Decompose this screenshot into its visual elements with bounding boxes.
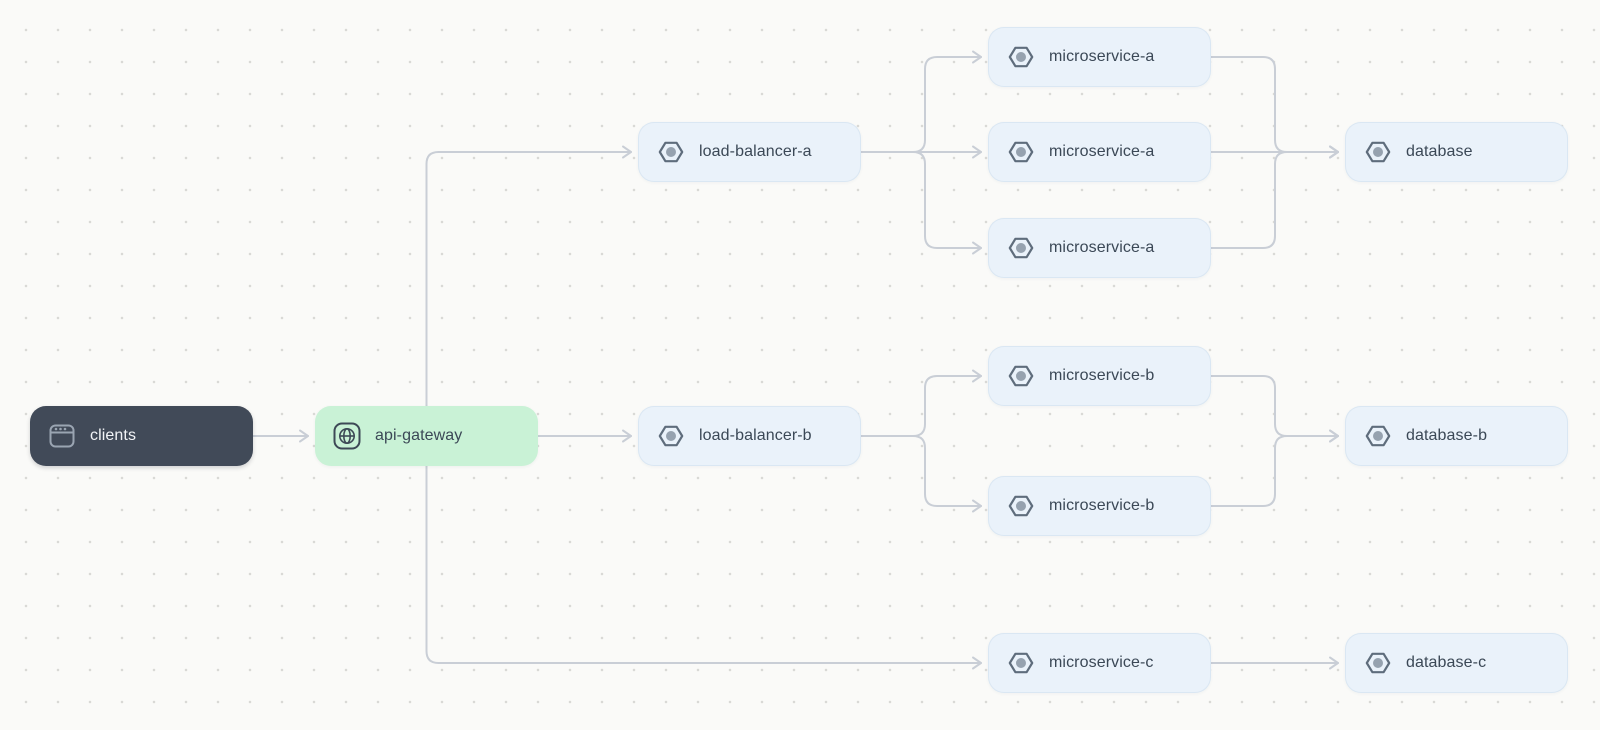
edge-microservice-a-1-to-database: [1210, 56, 1339, 159]
hexagon-node-icon: [1006, 648, 1036, 678]
node-label: microservice-a: [1049, 143, 1155, 160]
node-microservice-a-2[interactable]: microservice-a: [988, 122, 1211, 182]
node-label: api-gateway: [375, 427, 463, 444]
edge-api-gateway-to-microservice-c: [425, 465, 982, 670]
edge-api-gateway-to-load-balancer-a: [425, 145, 632, 407]
hexagon-node-icon: [1006, 137, 1036, 167]
node-label: database: [1406, 143, 1473, 160]
node-microservice-b-1[interactable]: microservice-b: [988, 346, 1211, 406]
node-clients[interactable]: clients: [30, 406, 253, 466]
edge-load-balancer-b-to-microservice-b-1: [860, 369, 982, 437]
node-load-balancer-b[interactable]: load-balancer-b: [638, 406, 861, 466]
node-database-c[interactable]: database-c: [1345, 633, 1568, 693]
hexagon-node-icon: [1006, 233, 1036, 263]
globe-icon: [332, 421, 362, 451]
node-database[interactable]: database: [1345, 122, 1568, 182]
node-microservice-a-3[interactable]: microservice-a: [988, 218, 1211, 278]
edge-load-balancer-a-to-microservice-a-1: [860, 50, 982, 153]
node-label: microservice-a: [1049, 239, 1155, 256]
node-microservice-a-1[interactable]: microservice-a: [988, 27, 1211, 87]
node-label: database-b: [1406, 427, 1488, 444]
hexagon-node-icon: [1363, 421, 1393, 451]
edge-load-balancer-a-to-microservice-a-3: [860, 151, 982, 255]
node-microservice-b-2[interactable]: microservice-b: [988, 476, 1211, 536]
edge-microservice-a-3-to-database: [1210, 145, 1339, 249]
edge-load-balancer-b-to-microservice-b-2: [860, 435, 982, 513]
node-database-b[interactable]: database-b: [1345, 406, 1568, 466]
hexagon-node-icon: [1006, 491, 1036, 521]
hexagon-node-icon: [1006, 42, 1036, 72]
node-label: microservice-b: [1049, 367, 1155, 384]
node-api-gateway[interactable]: api-gateway: [315, 406, 538, 466]
node-load-balancer-a[interactable]: load-balancer-a: [638, 122, 861, 182]
node-label: microservice-b: [1049, 497, 1155, 514]
hexagon-node-icon: [1006, 361, 1036, 391]
node-label: load-balancer-a: [699, 143, 812, 160]
edge-microservice-b-1-to-database-b: [1210, 375, 1339, 443]
hexagon-node-icon: [656, 421, 686, 451]
hexagon-node-icon: [656, 137, 686, 167]
node-label: microservice-a: [1049, 48, 1155, 65]
hexagon-node-icon: [1363, 648, 1393, 678]
node-label: clients: [90, 427, 137, 444]
app-window-icon: [47, 421, 77, 451]
hexagon-node-icon: [1363, 137, 1393, 167]
node-label: microservice-c: [1049, 654, 1154, 671]
node-microservice-c[interactable]: microservice-c: [988, 633, 1211, 693]
node-label: database-c: [1406, 654, 1487, 671]
node-label: load-balancer-b: [699, 427, 812, 444]
edge-microservice-b-2-to-database-b: [1210, 429, 1339, 507]
